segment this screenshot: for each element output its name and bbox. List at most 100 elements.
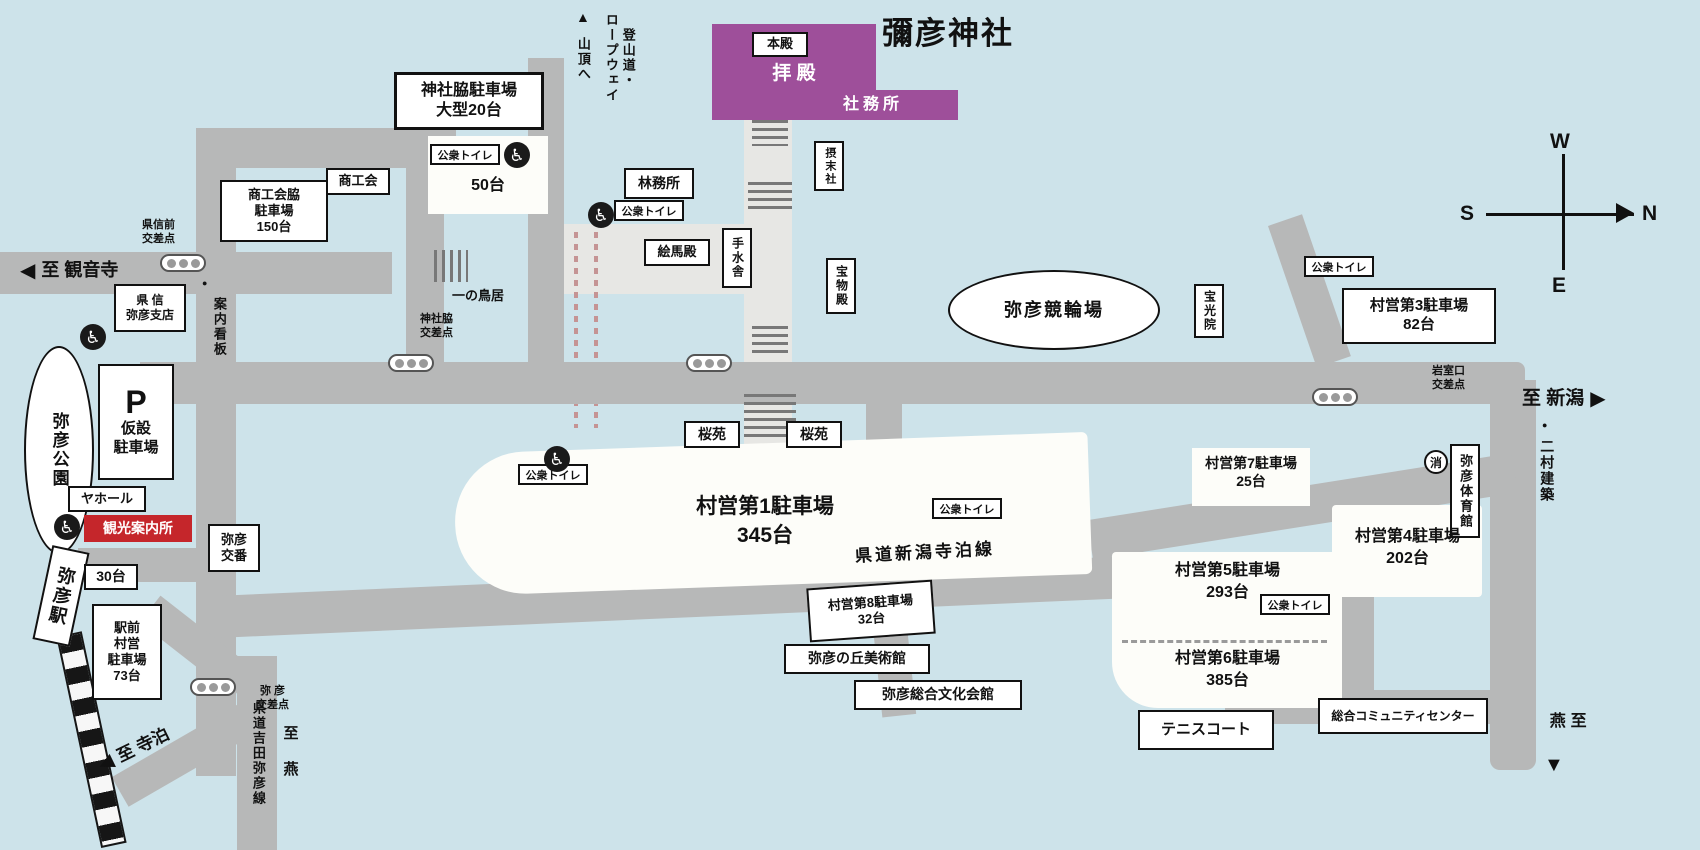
kannonji-direction: ◀ 至 観音寺	[20, 258, 118, 284]
parking-divider-dashed	[1122, 640, 1327, 643]
yahall-label: ヤホール	[68, 486, 146, 512]
shokokai-parking-label: 商工会脇 駐車場 150台	[220, 180, 328, 242]
sakuraen-label-west: 桜苑	[684, 421, 740, 448]
bunka-kaikan-label: 弥彦総合文化会館	[854, 680, 1022, 710]
arrow-down-icon: ▼	[1544, 754, 1564, 776]
public-toilet-label: 公衆トイレ	[932, 498, 1002, 519]
compass-arrow-icon	[1616, 203, 1634, 223]
temizuya-label: 手水舎	[722, 228, 752, 288]
parking-p-icon: P	[125, 384, 147, 421]
koban-label: 弥彦 交番	[208, 524, 260, 572]
wheelchair-icon: ♿	[54, 514, 80, 540]
wheelchair-icon: ♿	[588, 202, 614, 228]
iwamuroguchi-intersection-label: 岩室口 交差点	[1432, 365, 1465, 392]
summit-label: 山頂へ	[575, 36, 591, 82]
traffic-signal-icon	[190, 678, 236, 696]
stairs-icon	[748, 182, 792, 214]
dai8-parking-label: 村営第8駐車場 32台	[806, 579, 936, 643]
traffic-signal-icon	[686, 354, 732, 372]
annai-kanban-label: 案内看板	[211, 297, 227, 357]
arrow-left-icon: ◀	[20, 260, 36, 282]
dai7-parking-label: 村営第7駐車場 25台	[1205, 455, 1297, 490]
wheelchair-icon: ♿	[544, 446, 570, 472]
shrine-office-building	[788, 90, 958, 120]
yahiko-park-oval: 弥彦公園	[24, 346, 94, 554]
hokoin-label: 宝光院	[1194, 284, 1224, 338]
keirinjo-oval: 弥彦競輪場	[948, 270, 1160, 350]
road-right-vertical	[1490, 380, 1536, 770]
public-toilet-label: 公衆トイレ	[430, 144, 500, 165]
ekimae-parking-label: 駅前 村営 駐車場 73台	[92, 604, 162, 700]
emaden-label: 絵馬殿	[644, 239, 710, 266]
nimura-label: 二村建築	[1539, 439, 1556, 503]
fire-station-icon: 消	[1424, 450, 1448, 474]
stream-decoration	[574, 232, 578, 428]
setsumatsusha-label: 摂末社	[814, 141, 844, 191]
jinja-waki-parking-label: 神社脇駐車場 大型20台	[394, 72, 544, 130]
traffic-signal-icon	[1312, 388, 1358, 406]
ropeway-route-label: 登山道・ ロープウェイ	[603, 13, 636, 103]
map-title: 彌彦神社	[882, 16, 1014, 51]
kannonji-direction-label: 至 観音寺	[41, 260, 119, 281]
tsubame-direction-west: 至 燕	[281, 724, 299, 778]
compass-s: S	[1460, 202, 1475, 225]
road-dai3-diagonal	[1268, 214, 1351, 368]
homotsuden-label: 宝物殿	[826, 258, 856, 314]
shamusho-label: 社務所	[842, 96, 903, 113]
summit-arrow-icon: ▲	[576, 9, 590, 25]
annai-kanban-dot-icon: ●	[202, 278, 208, 288]
dai4-parking-label: 村営第4駐車場 202台	[1355, 528, 1460, 567]
compass-line-horizontal	[1486, 213, 1634, 216]
compass-e: E	[1552, 274, 1567, 297]
kendo-yoshida-road-label: 県道吉田弥彦線	[250, 700, 266, 806]
compass-n: N	[1642, 202, 1658, 225]
traffic-signal-icon	[160, 254, 206, 272]
wheelchair-icon: ♿	[80, 324, 106, 350]
community-center-label: 総合コミュニティセンター	[1318, 698, 1488, 734]
kenshin-branch-label: 県 信 弥彦支店	[114, 284, 186, 332]
stairs-icon	[752, 326, 788, 356]
kenshinmae-intersection-label: 県信前 交差点	[142, 219, 175, 246]
yahiko-intersection-label: 弥 彦 交差点	[256, 685, 289, 712]
parking-area-dai7	[1192, 448, 1310, 506]
stream-decoration	[594, 232, 598, 428]
taiikukan-label: 弥彦体育館	[1450, 444, 1480, 538]
public-toilet-label: 公衆トイレ	[1304, 256, 1374, 277]
shokokai-label: 商工会	[326, 168, 390, 195]
honden-label: 本殿	[752, 32, 808, 57]
niigata-direction-label: 至 新潟	[1522, 387, 1585, 409]
jinjawaki-intersection-label: 神社脇 交差点	[420, 313, 453, 340]
wheelchair-icon: ♿	[504, 142, 530, 168]
ekimae-capacity-label: 30台	[84, 564, 138, 590]
public-toilet-label: 公衆トイレ	[614, 200, 684, 221]
kasetsu-parking-label: P 仮設 駐車場	[98, 364, 174, 480]
dai1-parking-label: 村営第1駐車場 345台	[696, 495, 834, 548]
ichinotorii-label: 一の鳥居	[452, 288, 505, 303]
public-toilet-label: 公衆トイレ	[1260, 594, 1330, 615]
fire-icon-glyph: 消	[1429, 455, 1442, 470]
road-main-horizontal	[140, 362, 1525, 404]
compass-line-vertical	[1562, 154, 1565, 270]
dai5-parking-label: 村営第5駐車場 293台	[1175, 562, 1280, 601]
kanko-annai-label: 観光案内所	[84, 515, 192, 542]
haiden-label: 拝 殿	[772, 63, 816, 84]
museum-label: 弥彦の丘美術館	[784, 644, 930, 674]
niigata-direction: 至 新潟 ▶	[1522, 386, 1606, 412]
dai6-parking-label: 村営第6駐車場 385台	[1175, 650, 1280, 689]
sakuraen-label-east: 桜苑	[786, 421, 842, 448]
tsubame-direction-east: 至 燕	[1546, 712, 1585, 730]
tennis-court-label: テニスコート	[1138, 710, 1274, 750]
jinja-waki-capacity-label: 50台	[471, 177, 505, 194]
nimura-dot-icon: ●	[1542, 420, 1548, 430]
rinmusho-label: 林務所	[624, 168, 694, 199]
public-toilet-label: 公衆トイレ	[518, 464, 588, 485]
traffic-signal-icon	[388, 354, 434, 372]
kasetsu-parking-text: 仮設 駐車場	[113, 420, 159, 456]
dai3-parking-label: 村営第3駐車場 82台	[1342, 288, 1496, 344]
arrow-right-icon: ▶	[1590, 388, 1606, 410]
road-kendo-yoshida	[237, 656, 277, 850]
compass-w: W	[1550, 130, 1570, 153]
parking-area-dai5-dai6	[1112, 552, 1342, 708]
ichinotorii-icon	[434, 250, 468, 282]
